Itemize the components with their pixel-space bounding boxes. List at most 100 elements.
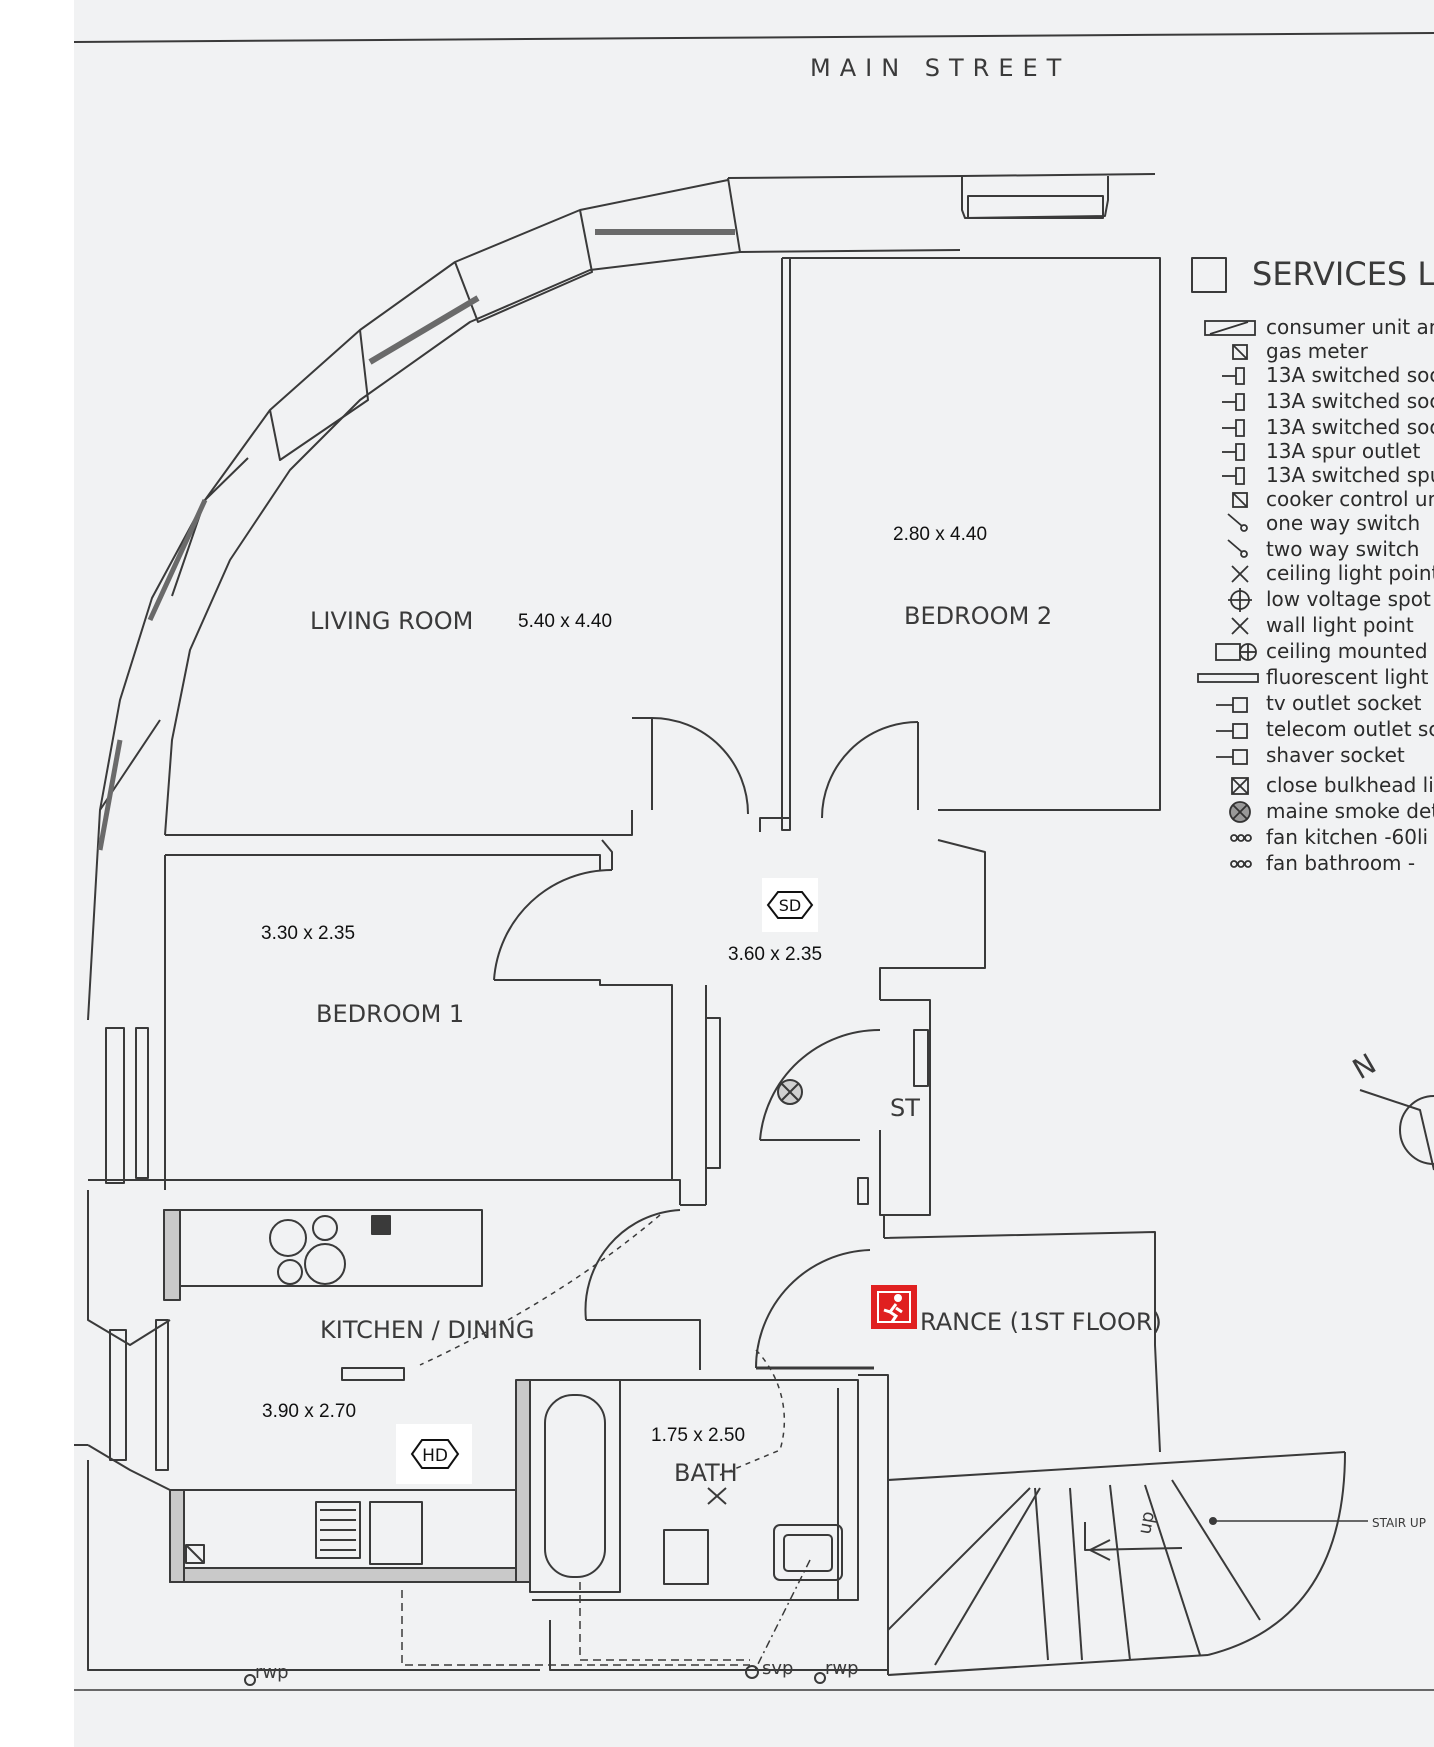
bath-wall-hatch xyxy=(515,1379,531,1583)
gas-meter xyxy=(185,1544,205,1564)
legend-item: ceiling mounted s xyxy=(1215,639,1434,663)
legend-item-label: 13A switched spu xyxy=(1266,463,1434,487)
fan-bathroom-icon xyxy=(1230,860,1252,868)
legend-item-label: cooker control un xyxy=(1266,487,1434,511)
drain-run-2 xyxy=(579,1582,750,1661)
stair-up-label: STAIR UP xyxy=(1372,1516,1426,1530)
curved-inner-wall xyxy=(164,251,741,836)
legend-item: 13A switched spu xyxy=(1222,463,1434,487)
tv-outlet-icon xyxy=(1216,697,1248,713)
washbasin-bowl xyxy=(783,1534,833,1572)
front-window xyxy=(967,195,1104,219)
legend-item: shaver socket xyxy=(1216,743,1405,767)
legend-item-label: one way switch xyxy=(1266,511,1420,535)
legend-item-label: ceiling light point xyxy=(1266,561,1434,585)
switched-socket-spur-icon xyxy=(1222,419,1245,437)
legend-item-label: fluorescent light xyxy=(1266,665,1429,689)
legend-item-label: fan bathroom - xyxy=(1266,851,1415,875)
spur-outlet-icon xyxy=(1222,443,1245,461)
living-room-dims: 5.40 x 4.40 xyxy=(518,611,612,632)
bay-inner-wall xyxy=(727,177,961,253)
kitchen-wall-hatch xyxy=(163,1209,181,1301)
legend-item-label: fan kitchen -60li xyxy=(1266,825,1428,849)
legend-item-label: gas meter xyxy=(1266,339,1369,363)
curve-window-2 xyxy=(368,295,480,365)
bedroom2-door-swing xyxy=(821,721,919,819)
wall-light-icon xyxy=(1231,617,1249,635)
hall-dims: 3.60 x 2.35 xyxy=(728,944,822,965)
legend-item: telecom outlet sc xyxy=(1216,717,1434,741)
legend-item-label: 13A switched soc xyxy=(1266,389,1434,413)
bedroom1-door-swing xyxy=(493,868,613,981)
shaver-socket-icon xyxy=(1216,749,1248,765)
stair-arrow-head xyxy=(1089,1539,1111,1561)
legend-title: SERVICES L xyxy=(1252,255,1434,293)
bedroom1-sill xyxy=(135,1027,149,1179)
smoke-detector-icon xyxy=(1229,801,1251,823)
hob-ring-4 xyxy=(304,1243,346,1285)
legend-item: wall light point xyxy=(1231,613,1414,637)
living-room-label: LIVING ROOM xyxy=(310,607,473,635)
compass-north-label: N xyxy=(1347,1047,1382,1086)
stair-tread-4 xyxy=(1069,1487,1083,1661)
curved-inner-face xyxy=(171,457,249,597)
bedroom2-dims: 2.80 x 4.40 xyxy=(893,524,987,545)
legend-item: fluorescent light xyxy=(1197,665,1429,689)
fluorescent-light-icon xyxy=(1197,673,1259,683)
legend-item: fan bathroom - xyxy=(1230,851,1415,875)
kitchen-sill xyxy=(155,1319,169,1471)
kitchen-label: KITCHEN / DINING xyxy=(320,1316,534,1344)
bedroom2-partition xyxy=(781,258,791,831)
legend-item: tv outlet socket xyxy=(1216,691,1422,715)
sd-badge-text: SD xyxy=(779,896,801,915)
storage-label: ST xyxy=(890,1094,920,1122)
legend-item: close bulkhead lig xyxy=(1231,773,1434,797)
hd-badge-text: HD xyxy=(422,1446,448,1466)
hall-west-jog xyxy=(601,839,613,870)
bedroom1-label: BEDROOM 1 xyxy=(316,1000,464,1028)
ceiling-light-icon xyxy=(1231,565,1249,583)
fan-kitchen-icon xyxy=(1230,834,1252,842)
curve-window-4 xyxy=(97,739,123,851)
gas-meter-cross xyxy=(185,1544,205,1564)
bath-ceiling-light-icon xyxy=(707,1487,727,1505)
stair-tread-5 xyxy=(1109,1484,1131,1661)
cooker-control-unit xyxy=(371,1215,391,1235)
rwp-left-pipe xyxy=(244,1674,256,1686)
front-wall xyxy=(727,173,1156,179)
sd-hexagon-icon xyxy=(766,891,814,919)
stair-tread-7 xyxy=(1171,1479,1261,1621)
legend-item-label: 13A switched soc xyxy=(1266,415,1434,439)
bath-walls xyxy=(530,1379,859,1601)
legend-item-label: 13A switched soc xyxy=(1266,363,1434,387)
bath-light-wiring xyxy=(719,1349,786,1476)
curved-outer-wall xyxy=(87,179,729,1021)
partition-end xyxy=(759,817,790,832)
bedroom2-walls xyxy=(782,257,1161,811)
street-boundary-line xyxy=(73,32,1434,43)
one-way-switch-icon xyxy=(1227,513,1248,532)
south-outer-wall xyxy=(87,1460,540,1671)
legend-item-label: 13A spur outlet xyxy=(1266,439,1420,463)
stair-up-arrow-label: up xyxy=(1134,1510,1159,1536)
entrance-walls xyxy=(883,1231,1161,1453)
legend-item-label: two way switch xyxy=(1266,537,1419,561)
exit-running-man-icon xyxy=(877,1291,911,1323)
bedroom2-label: BEDROOM 2 xyxy=(904,602,1052,630)
curved-bay-1 xyxy=(454,209,593,323)
legend-item: cooker control un xyxy=(1232,487,1434,511)
gas-meter-icon xyxy=(1232,344,1248,360)
stair-curve-outer xyxy=(1207,1451,1346,1656)
legend-item-label: maine smoke det xyxy=(1266,799,1434,823)
hob-ring-2 xyxy=(312,1215,338,1241)
switched-spur-icon xyxy=(1222,467,1245,485)
svp-label: svp xyxy=(762,1658,793,1679)
legend-item: two way switch xyxy=(1227,537,1419,561)
bathtub-inner xyxy=(544,1394,606,1578)
kitchen-west-bay xyxy=(87,1190,171,1346)
legend-title-box xyxy=(1191,257,1227,293)
living-south-wall xyxy=(165,810,633,836)
storage-panel xyxy=(913,1029,929,1087)
stair-top-line xyxy=(887,1451,1346,1481)
storage-door-swing xyxy=(759,1028,881,1141)
